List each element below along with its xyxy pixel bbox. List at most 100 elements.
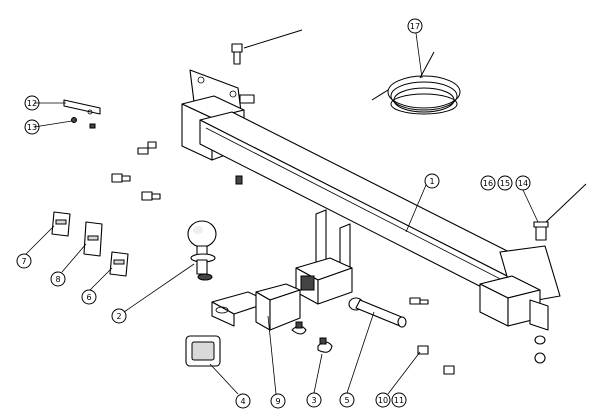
callout-label: 13	[27, 123, 37, 132]
leader-2	[123, 263, 195, 313]
bolt-icon	[417, 345, 429, 355]
callout-16: 16	[480, 175, 496, 191]
callout-5: 5	[339, 392, 355, 408]
bolt-head	[231, 43, 243, 53]
tow-bar-crossmember	[181, 69, 561, 331]
clip-tip	[319, 337, 327, 345]
right-bolts	[409, 297, 546, 375]
hitch-pin	[348, 297, 407, 328]
bolt-icon	[121, 175, 131, 182]
callout-label: 12	[27, 99, 37, 108]
shank-side	[269, 289, 301, 331]
leader-14	[522, 189, 539, 223]
callout-4: 4	[235, 393, 251, 409]
leader-8	[61, 243, 87, 273]
callout-label: 11	[394, 396, 404, 405]
clip-tip	[295, 321, 303, 329]
bolt-icon	[137, 147, 149, 155]
left-bolts	[111, 141, 161, 201]
bolt-icon	[147, 141, 157, 149]
callout-17: 17	[407, 18, 423, 34]
leader-lines	[25, 32, 539, 395]
nut-under-beam	[235, 175, 243, 185]
callout-label: 6	[86, 293, 91, 302]
cable-end	[371, 89, 389, 101]
callout-label: 4	[240, 397, 245, 406]
callout-14: 14	[515, 175, 531, 191]
sticker-mark	[113, 259, 125, 265]
callout-15: 15	[497, 175, 513, 191]
cable-end	[419, 51, 435, 79]
coil-loop	[390, 81, 458, 111]
callout-13: 13	[24, 119, 40, 135]
bolt-icon	[151, 193, 161, 200]
small-bracket	[63, 99, 101, 129]
receiver-opening	[300, 275, 315, 291]
nut	[534, 352, 546, 364]
ball-thread	[196, 259, 208, 275]
leader-13	[33, 120, 73, 128]
right-tab	[529, 299, 549, 331]
callout-label: 1	[429, 177, 434, 186]
callout-12: 12	[24, 95, 40, 111]
callout-11: 11	[391, 392, 407, 408]
leader-10	[387, 351, 421, 395]
tethered-bolt	[533, 183, 587, 241]
callout-label: 17	[410, 22, 420, 31]
receiver-cover	[185, 335, 221, 367]
callout-label: 8	[55, 275, 60, 284]
callout-label: 16	[483, 179, 493, 188]
bolt-icon	[443, 365, 455, 375]
bracket-hole	[87, 109, 93, 115]
bolt-shank	[233, 51, 241, 65]
pin-clips	[291, 321, 333, 353]
leader-7	[25, 225, 55, 255]
callout-3: 3	[306, 392, 322, 408]
callout-label: 2	[116, 312, 121, 321]
callout-label: 14	[518, 179, 528, 188]
bolt-icon	[419, 299, 429, 305]
mount-hole	[197, 76, 205, 84]
leader-5	[346, 311, 375, 394]
washer	[71, 117, 77, 123]
callouts: 1 2 3 4 5 6 7 8 9 10 11 12 13 14 15 16 1…	[16, 18, 531, 409]
callout-8: 8	[50, 271, 66, 287]
bolt-icon	[141, 191, 153, 201]
tow-ball-icon	[187, 220, 217, 281]
callout-9: 9	[270, 393, 286, 409]
beam-edge	[205, 127, 513, 286]
callout-label: 9	[275, 397, 280, 406]
ball-highlight	[193, 226, 203, 234]
bracket-plate	[63, 99, 101, 115]
callout-label: 3	[311, 396, 316, 405]
plate-stud	[239, 94, 255, 104]
washer	[534, 335, 546, 345]
beam-front	[199, 119, 516, 305]
top-bolt	[231, 29, 303, 65]
callout-2: 2	[111, 308, 127, 324]
callout-6: 6	[81, 289, 97, 305]
sticker-mark	[87, 235, 99, 241]
mount-hole	[215, 306, 229, 314]
cable-coil-icon	[371, 51, 461, 115]
ball-head	[187, 220, 217, 248]
pin-tip	[397, 316, 407, 328]
sticker-mark	[55, 219, 67, 225]
callout-label: 5	[344, 396, 349, 405]
callout-10: 10	[375, 392, 391, 408]
ball-nut	[197, 273, 213, 281]
coil-loop	[390, 93, 458, 115]
coil-loop	[387, 75, 461, 109]
bolt-icon	[111, 173, 123, 183]
bolt-icon	[409, 297, 421, 305]
bolt-head	[533, 221, 549, 228]
callout-1: 1	[424, 173, 440, 189]
mount-hole	[229, 90, 237, 98]
receiver-side	[317, 267, 353, 305]
leader-4	[209, 363, 239, 395]
beam-top	[199, 111, 546, 281]
callout-label: 10	[378, 396, 388, 405]
decals	[51, 211, 129, 277]
